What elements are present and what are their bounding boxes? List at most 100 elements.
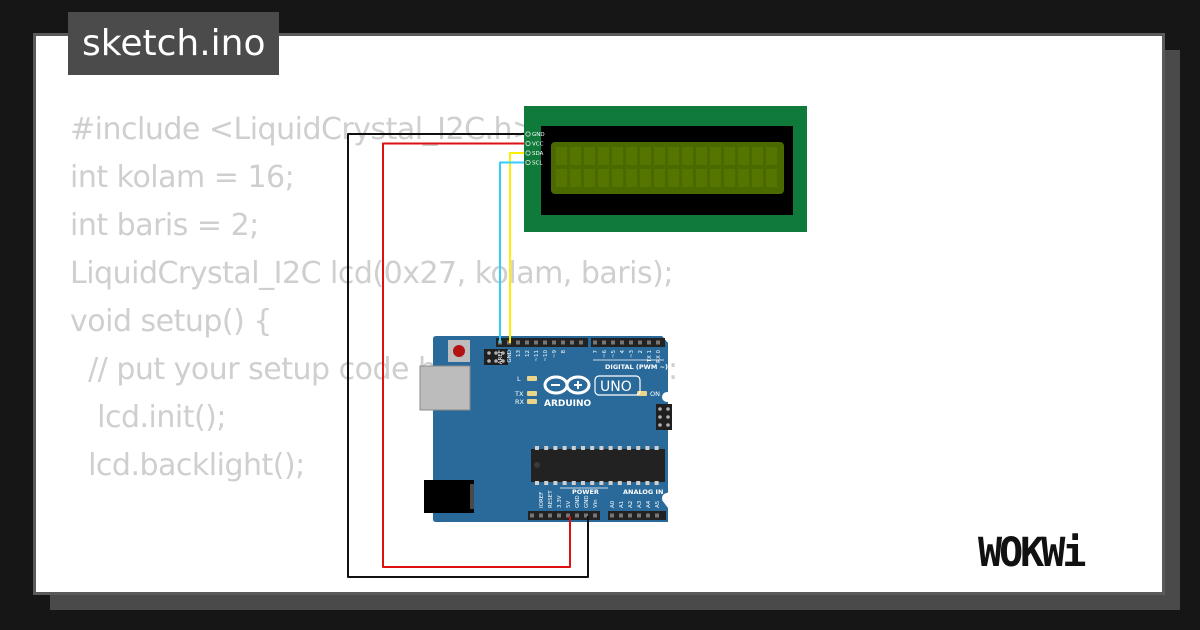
- lcd-cell: [598, 147, 609, 165]
- arduino-brand: ARDUINO: [544, 399, 592, 409]
- lcd-cell: [654, 169, 665, 187]
- pin-label: Vin: [593, 499, 599, 508]
- lcd-pin-label: SDA: [532, 151, 544, 157]
- lcd-cell: [738, 169, 749, 187]
- mounting-hole: [662, 392, 672, 402]
- lcd-pin-header: GND VCC SDA SCL: [525, 131, 545, 167]
- code-line: lcd.init();: [70, 400, 226, 435]
- pin-hole: [552, 340, 556, 345]
- lcd-cell: [640, 147, 651, 165]
- lcd-cell: [626, 147, 637, 165]
- pin-label: 4: [620, 350, 626, 354]
- lcd-cell: [738, 147, 749, 165]
- pin-hole: [584, 513, 588, 518]
- pin-label: ~10: [543, 350, 549, 362]
- reset-button: [453, 345, 465, 357]
- wokwi-logo[interactable]: WOKWi: [975, 526, 1150, 576]
- power-header: [528, 511, 600, 520]
- led-label: L: [517, 375, 521, 383]
- pin-hole: [620, 340, 624, 345]
- pin-hole: [579, 340, 583, 345]
- lcd-cell: [640, 169, 651, 187]
- lcd-pin-vcc: [525, 140, 531, 147]
- lcd-pin-label: GND: [532, 132, 545, 138]
- code-line: int kolam = 16;: [70, 160, 295, 195]
- pin-hole: [525, 340, 529, 345]
- pin-label: 5V: [566, 501, 572, 508]
- led-label: TX: [514, 390, 524, 398]
- led-l: [527, 376, 537, 381]
- lcd-cell: [570, 169, 581, 187]
- pin-hole: [656, 340, 660, 345]
- pin-hole: [557, 513, 561, 518]
- lcd-cell: [612, 169, 623, 187]
- pin-hole: [575, 513, 579, 518]
- lcd-cell: [668, 147, 679, 165]
- pin-label: 12: [525, 350, 531, 357]
- led-rx: [527, 399, 537, 404]
- code-line: LiquidCrystal_I2C lcd(0x27, kolam, baris…: [70, 256, 673, 291]
- pin-label: RESET: [548, 490, 554, 508]
- lcd-cell: [752, 147, 763, 165]
- wire-sda: [509, 152, 524, 343]
- lcd-cell: [682, 169, 693, 187]
- pin-hole: [629, 340, 633, 345]
- pin-label: AREF: [498, 350, 504, 364]
- pin-hole: [647, 340, 651, 345]
- code-line: void setup() {: [70, 304, 272, 339]
- pin-hole: [593, 513, 597, 518]
- wire-vcc: [382, 142, 571, 568]
- file-tab[interactable]: sketch.ino: [68, 12, 280, 75]
- led-label: ON: [650, 390, 660, 398]
- lcd-pin-sda: [525, 150, 531, 156]
- pin-label: 7: [593, 350, 599, 354]
- power-label: POWER: [572, 488, 599, 496]
- lcd-pin-label: VCC: [532, 142, 544, 148]
- pin-label: GND: [584, 495, 590, 508]
- wokwi-logo-text: WOKWi: [978, 530, 1085, 576]
- pin-hole: [566, 513, 570, 518]
- digital-header-left: [496, 338, 588, 347]
- led-on: [637, 391, 647, 396]
- lcd-cell: [668, 169, 679, 187]
- pin-hole: [561, 340, 565, 345]
- lcd-cell: [584, 169, 595, 187]
- lcd-cell: [752, 169, 763, 187]
- lcd-cell: [584, 147, 595, 165]
- status-leds: L TX RX ON: [514, 375, 660, 406]
- pin-hole: [534, 340, 538, 345]
- pin-hole: [611, 340, 615, 345]
- wires[interactable]: [347, 133, 589, 578]
- lcd-cell: [570, 147, 581, 165]
- analog-label: ANALOG IN: [623, 488, 663, 496]
- pin-hole: [646, 513, 650, 518]
- pin-hole: [637, 513, 641, 518]
- pin-label: A5: [655, 500, 661, 508]
- lcd-cell: [626, 169, 637, 187]
- power-jack: [424, 480, 474, 513]
- pin-hole: [602, 340, 606, 345]
- lcd-pin-scl: [525, 159, 531, 166]
- pin-label: A4: [646, 500, 652, 508]
- pin-label: ~3: [629, 350, 635, 359]
- pin-label: ~5: [611, 350, 617, 359]
- lcd-cell: [766, 169, 777, 187]
- lcd-cell: [724, 147, 735, 165]
- lcd-cell: [682, 147, 693, 165]
- pin-label: 13: [516, 350, 522, 357]
- pin-hole: [543, 340, 547, 345]
- pin-label: A3: [637, 500, 643, 508]
- pin-label: A1: [619, 501, 625, 508]
- pin-label: 8: [561, 350, 567, 354]
- wire-scl: [499, 161, 524, 343]
- pin-label: GND: [507, 350, 513, 363]
- lcd-display[interactable]: GND VCC SDA SCL: [524, 106, 807, 232]
- uno-badge: [594, 375, 641, 396]
- bottom-pin-holes: [530, 513, 659, 518]
- pin-label: ~11: [534, 350, 540, 362]
- code-line: int baris = 2;: [70, 208, 259, 243]
